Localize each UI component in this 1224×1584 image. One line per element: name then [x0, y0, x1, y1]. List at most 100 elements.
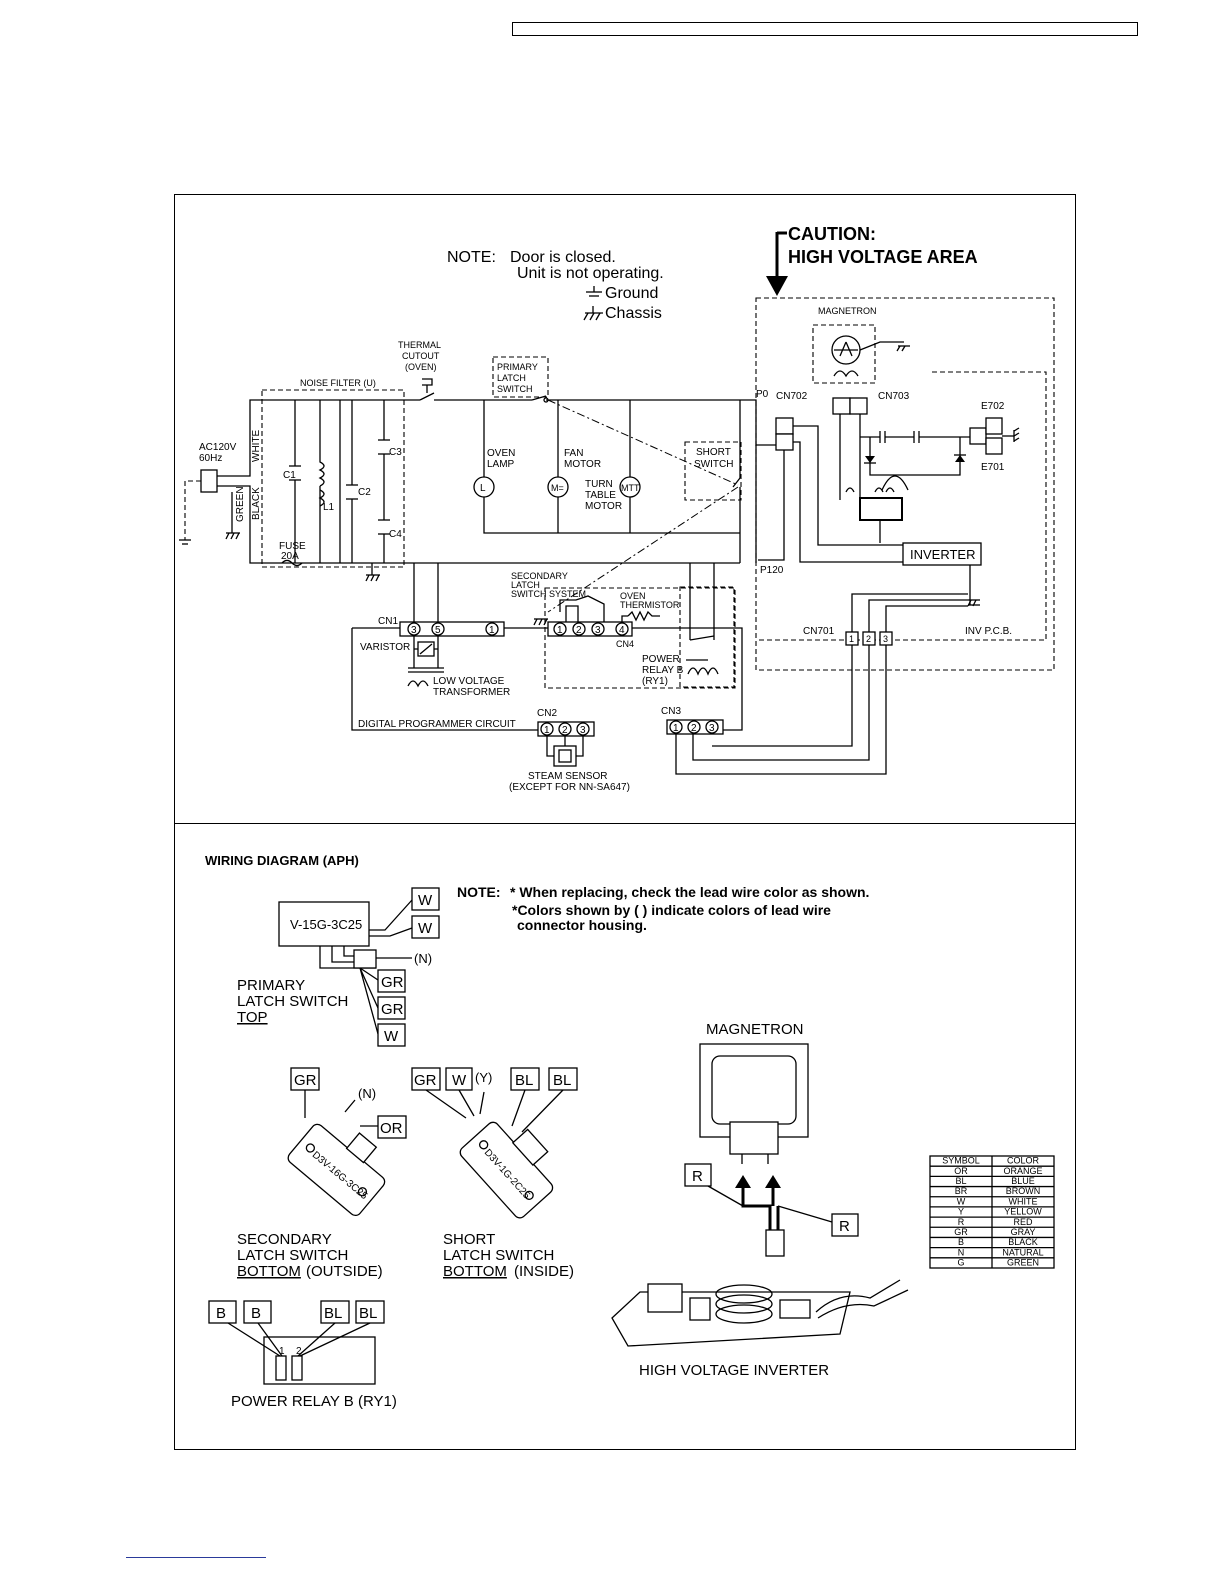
fan-motor-label-1: FAN	[564, 448, 583, 459]
e701-connector	[985, 437, 1003, 455]
color-table-color-cell: ORANGE	[1003, 1166, 1042, 1176]
relay-pin-1: 1	[279, 1346, 285, 1357]
cn703-label: CN703	[878, 391, 910, 402]
caution-arrow-icon	[766, 231, 788, 296]
p120-label: P120	[760, 565, 784, 576]
color-table-symbol-cell: R	[958, 1217, 965, 1227]
cn701-pin-1-label: 1	[849, 634, 854, 644]
lvt-label-2: TRANSFORMER	[433, 687, 510, 698]
cn3-pin-3: 3	[709, 723, 715, 734]
cn4-pin-2: 2	[576, 625, 582, 636]
chassis-icon	[365, 574, 380, 582]
short-switch-icon	[732, 477, 741, 488]
color-table-symbol-cell: W	[957, 1196, 966, 1206]
secondary-caption-2: LATCH SWITCH	[237, 1247, 348, 1264]
primary-latch-label-1: PRIMARY	[497, 362, 538, 372]
wiring-note-line-1: * When replacing, check the lead wire co…	[510, 884, 869, 900]
p0-label: P0	[756, 389, 769, 400]
cn1-pin-3: 3	[411, 625, 417, 636]
schematic-note-title: NOTE:	[447, 249, 496, 266]
cn2-label: CN2	[537, 708, 557, 719]
color-table-symbol-cell: OR	[954, 1166, 968, 1176]
inv-pcb-area	[756, 371, 1047, 641]
secondary-wire-gr: GR	[294, 1072, 317, 1089]
secondary-housing-label: (N)	[358, 1086, 376, 1101]
cn1-pin-5: 5	[435, 625, 441, 636]
magnetron-wire-r2-box	[831, 1213, 859, 1237]
lv-transformer-icon	[407, 680, 429, 688]
secondary-latch-label-1: SECONDARY	[511, 571, 568, 581]
thermal-cutout-label-3: (OVEN)	[405, 362, 437, 372]
cn4-pin-4: 4	[619, 625, 625, 636]
short-wire-bl2: BL	[553, 1072, 571, 1089]
short-housing-label: (Y)	[475, 1070, 492, 1085]
fuse-label-1: FUSE	[279, 541, 306, 552]
primary-latch-label-2: LATCH	[497, 373, 526, 383]
e-connector-left	[969, 427, 987, 445]
primary-latch-box	[492, 356, 549, 398]
magnetron-title: MAGNETRON	[706, 1021, 804, 1038]
diagram-frame	[174, 194, 1076, 1450]
short-latch-switch-drawing: GR W BL BL (Y) D3V-1G-2C25 SHORT LATCH S…	[411, 1067, 578, 1280]
l1-label: L1	[323, 502, 335, 513]
secondary-latch-label-3: SWITCH SYSTEM	[511, 589, 586, 599]
short-caption-2: LATCH SWITCH	[443, 1247, 554, 1264]
color-table-symbol-cell: GR	[954, 1227, 968, 1237]
ground-symbol-icon	[586, 286, 602, 297]
short-wire-w: W	[452, 1072, 467, 1089]
cn1-label: CN1	[378, 616, 398, 627]
c2-label: C2	[358, 487, 371, 498]
secondary-wire-or-box	[377, 1115, 407, 1139]
cn701-pin-2-label: 2	[866, 634, 871, 644]
chassis-symbol-icon	[583, 306, 603, 321]
e701-label: E701	[981, 462, 1005, 473]
inverter-box	[902, 542, 982, 566]
fuse-label-2: 20A	[281, 551, 299, 562]
schematic-section: NOTE: Door is closed. Unit is not operat…	[179, 224, 1055, 793]
primary-wire-w2: W	[418, 920, 433, 937]
hv-inverter-drawing: HIGH VOLTAGE INVERTER	[611, 1279, 909, 1379]
schematic-note-line-1: Door is closed.	[510, 249, 616, 266]
oven-lamp-label-1: OVEN	[487, 448, 515, 459]
wiring-section: WIRING DIAGRAM (APH) NOTE: * When replac…	[205, 853, 1055, 1410]
color-table-color-cell: BLUE	[1011, 1176, 1035, 1186]
e702-connector	[985, 417, 1003, 435]
wiring-note-line-2: *Colors shown by ( ) indicate colors of …	[512, 902, 831, 918]
turntable-motor-icon	[619, 476, 641, 498]
primary-switch-body	[278, 901, 370, 947]
secondary-caption-3: BOTTOM	[237, 1263, 301, 1280]
cn1-pin-1: 1	[489, 625, 495, 636]
thermistor-icon	[627, 610, 660, 622]
steam-sensor-icon	[553, 745, 577, 767]
secondary-latch-label-2: LATCH	[511, 580, 540, 590]
relay-label-3: (RY1)	[642, 676, 668, 687]
primary-caption-3: TOP	[237, 1009, 268, 1026]
wiring-note-line-3: connector housing.	[517, 917, 647, 933]
short-switch-label-1: SHORT	[696, 447, 731, 458]
hv-transformer-block	[859, 497, 903, 521]
color-table-color-cell: GREEN	[1007, 1258, 1039, 1268]
cn4-pin-3: 3	[595, 625, 601, 636]
primary-wire-w3: W	[384, 1028, 399, 1045]
black-wire-label: BLACK	[251, 487, 262, 520]
inverter-caption: HIGH VOLTAGE INVERTER	[639, 1362, 829, 1379]
relay-pin-2: 2	[296, 1346, 302, 1357]
chassis-icon	[225, 532, 240, 540]
relay-wire-b2-box	[243, 1300, 272, 1324]
magnetron-label: MAGNETRON	[818, 306, 877, 316]
primary-wire-w1-box	[411, 887, 440, 911]
inv-pcb-label: INV P.C.B.	[965, 626, 1012, 637]
color-table-symbol-cell: Y	[958, 1207, 964, 1217]
section-divider	[174, 823, 1076, 824]
primary-wire-gr2-box	[377, 996, 406, 1020]
thermal-cutout-label-1: THERMAL	[398, 340, 441, 350]
ac-plug-icon	[200, 469, 218, 493]
fan-motor-label-2: MOTOR	[564, 459, 601, 470]
turntable-label-3: MOTOR	[585, 501, 622, 512]
legend-chassis-label: Chassis	[605, 305, 662, 322]
cn702-label: CN702	[776, 391, 808, 402]
relay-wire-b1-box	[208, 1300, 237, 1324]
chassis-icon	[1013, 427, 1020, 442]
short-caption-1: SHORT	[443, 1231, 495, 1248]
